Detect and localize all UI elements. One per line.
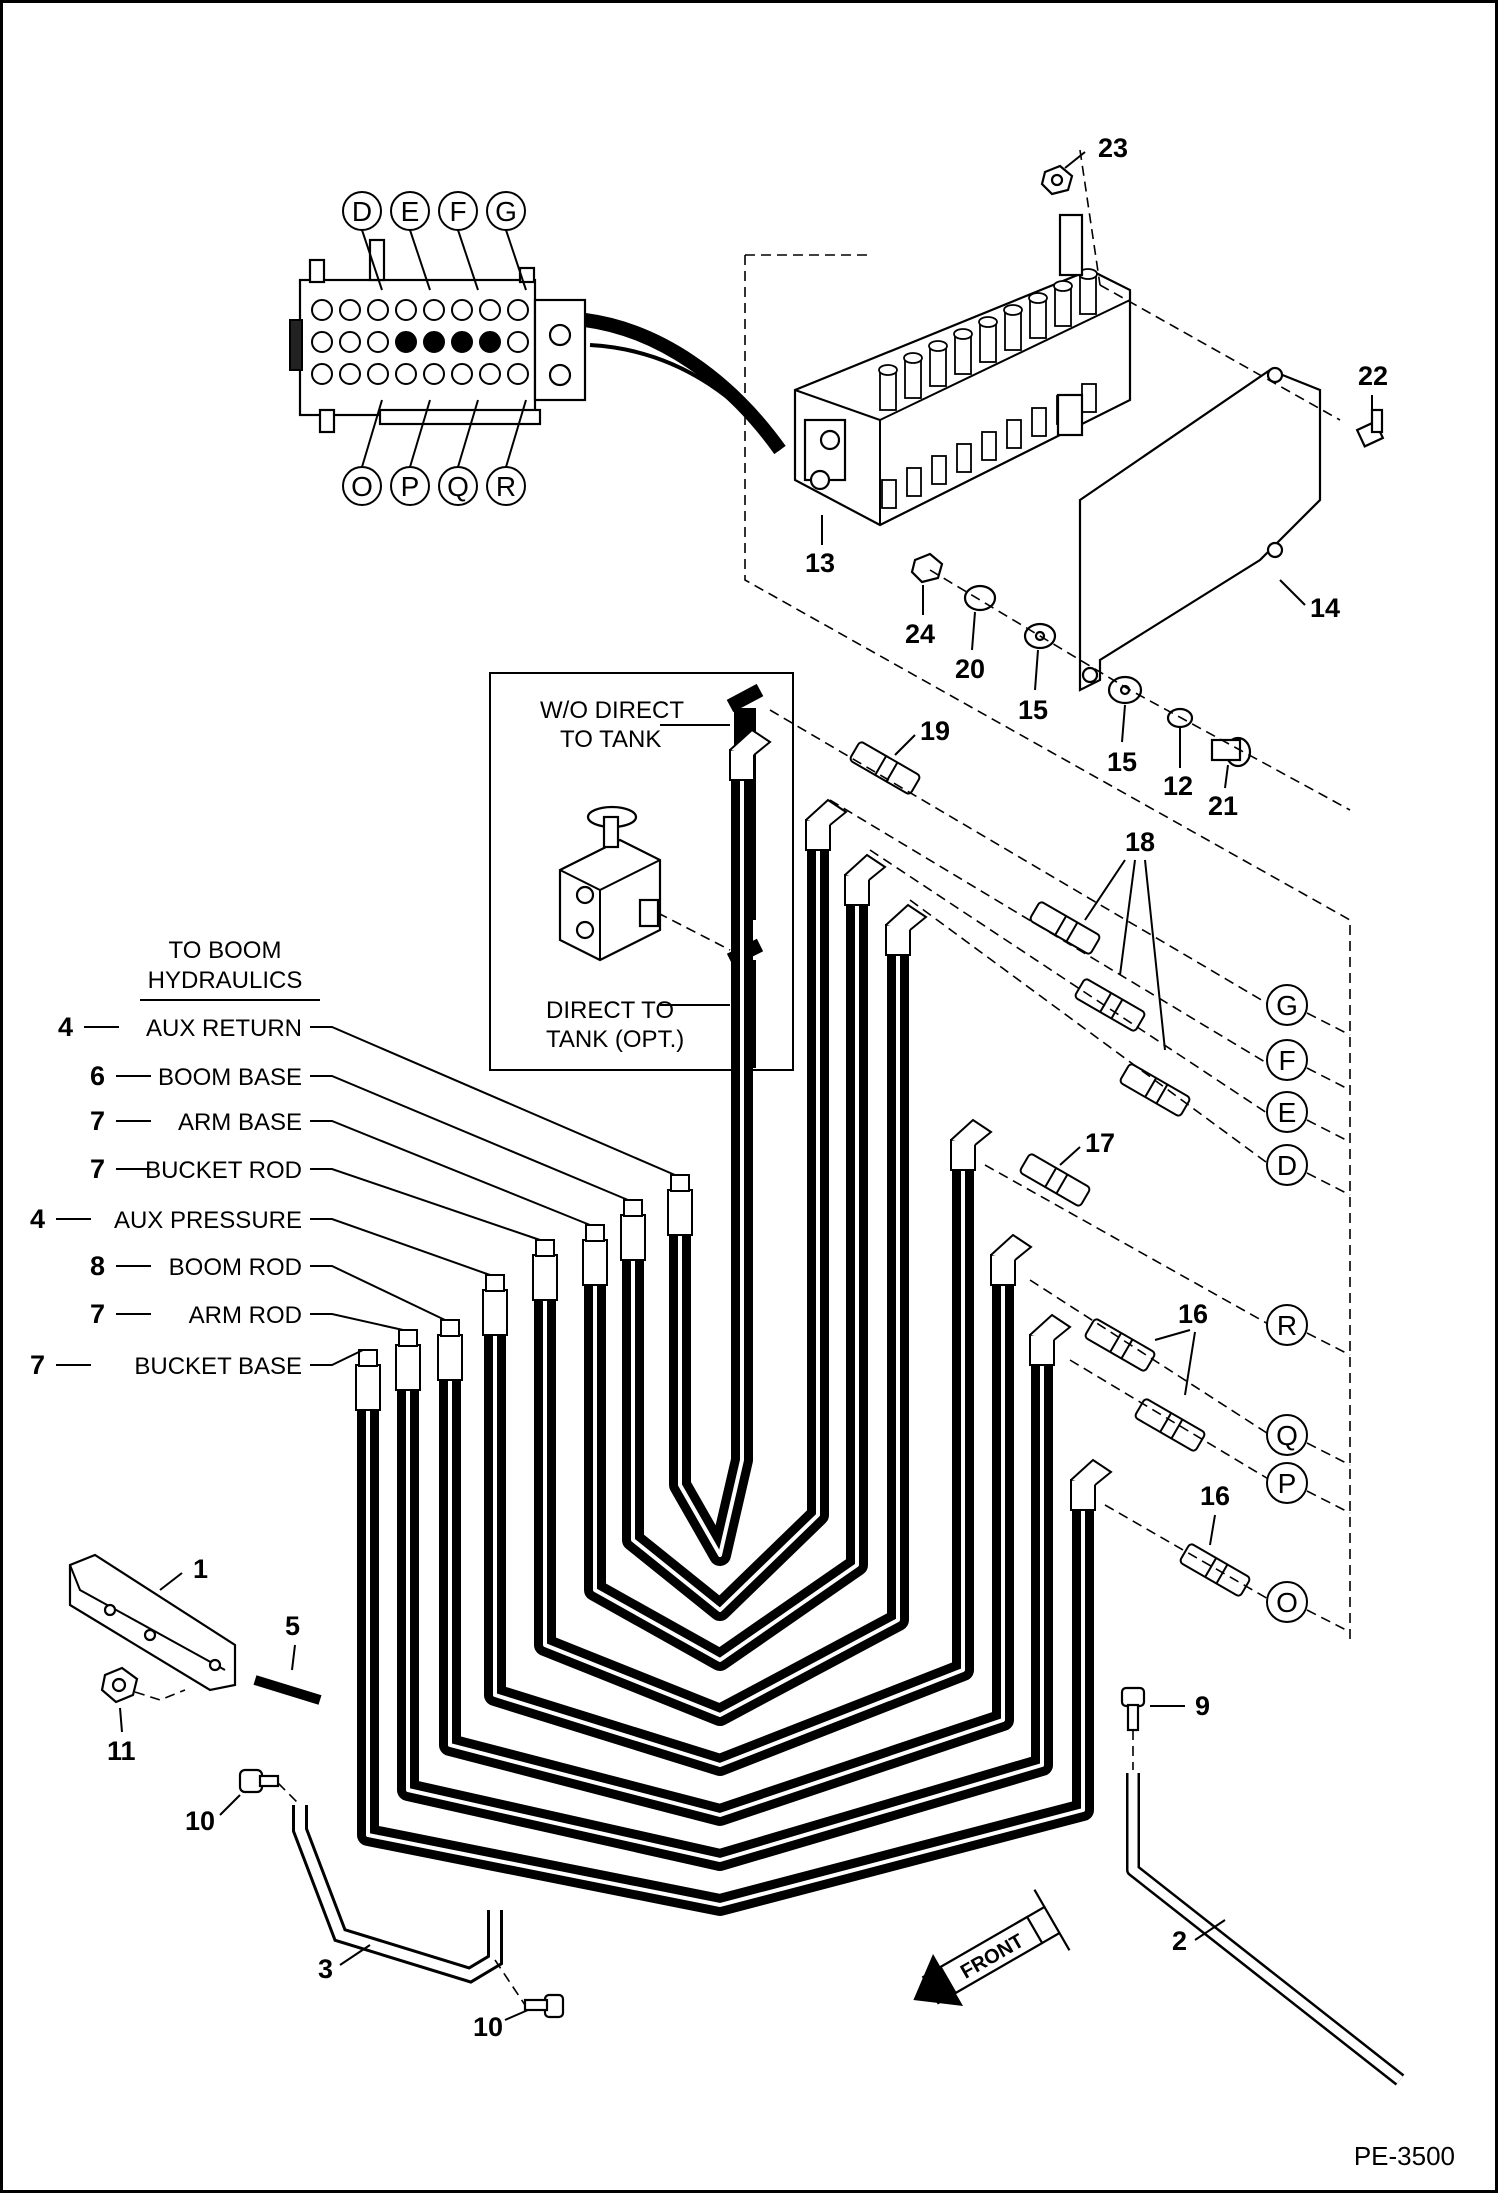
right-port-letter-d-3: D — [1277, 1150, 1297, 1181]
wire-5 — [253, 1675, 322, 1705]
callout-20: 20 — [955, 654, 985, 684]
bottom-port-letter-r: R — [496, 471, 516, 502]
right-port-letter-e-2: E — [1278, 1097, 1297, 1128]
right-port-circle-o-7 — [1266, 1581, 1308, 1623]
callout-18: 18 — [1125, 827, 1155, 857]
hose-label-num-3: 7 — [90, 1154, 105, 1184]
callout-14: 14 — [1310, 593, 1340, 623]
callout-16b: 16 — [1200, 1481, 1230, 1511]
bolt-9 — [1120, 1686, 1146, 1732]
callout-22: 22 — [1358, 361, 1388, 391]
rod-2 — [1126, 1773, 1405, 2086]
bar-3 — [292, 1805, 503, 1984]
hose-label-text-4: AUX PRESSURE — [114, 1207, 302, 1234]
right-port-circle-e-2 — [1266, 1091, 1308, 1133]
hose-label-num-6: 7 — [90, 1299, 105, 1329]
valve-detail — [289, 238, 786, 455]
callout-16a: 16 — [1178, 1299, 1208, 1329]
callout-15b: 15 — [1107, 747, 1137, 777]
callout-21: 21 — [1208, 791, 1238, 821]
boom-header: TO BOOM HYDRAULICS — [140, 937, 320, 1001]
hose-label-num-1: 6 — [90, 1061, 105, 1091]
callout-24: 24 — [905, 619, 935, 649]
callout-13: 13 — [805, 548, 835, 578]
hose-label-num-0: 4 — [58, 1012, 73, 1042]
right-port-letter-f-1: F — [1278, 1045, 1295, 1076]
valve-spools — [878, 268, 1098, 509]
top-port-letter-d: D — [352, 196, 372, 227]
callout-3: 3 — [318, 1954, 333, 1984]
bottom-port-letter-p: P — [401, 471, 420, 502]
hose-label-text-6: ARM ROD — [189, 1302, 302, 1329]
callout-10a: 10 — [185, 1806, 215, 1836]
hose-label-text-1: BOOM BASE — [158, 1064, 302, 1091]
inset-wo-line1: W/O DIRECT — [540, 697, 684, 724]
nut-11 — [100, 1666, 139, 1704]
callout-23: 23 — [1098, 133, 1128, 163]
callout-19: 19 — [920, 716, 950, 746]
right-port-circle-d-3 — [1266, 1144, 1308, 1186]
callout-17: 17 — [1085, 1128, 1115, 1158]
callout-1: 1 — [193, 1554, 208, 1584]
callout-15a: 15 — [1018, 695, 1048, 725]
mounting-bracket-14 — [1078, 366, 1322, 692]
right-port-circle-f-1 — [1266, 1039, 1308, 1081]
valve-port-holes — [311, 299, 529, 385]
right-port-circle-r-4 — [1266, 1304, 1308, 1346]
hose-label-num-2: 7 — [90, 1106, 105, 1136]
inset-direct-line2: TANK (OPT.) — [546, 1026, 684, 1053]
top-port-letter-g: G — [495, 196, 517, 227]
hose-label-num-7: 7 — [30, 1350, 45, 1380]
hose-label-text-3: BUCKET ROD — [145, 1157, 302, 1184]
footer-code: PE-3500 — [1354, 2141, 1455, 2171]
hardware — [910, 164, 1385, 768]
port-leaders — [769, 709, 1350, 1601]
clamp-1 — [68, 1553, 237, 1692]
top-port-letter-e: E — [401, 196, 420, 227]
callout-9: 9 — [1195, 1691, 1210, 1721]
hose-bundle — [355, 728, 1113, 1916]
control-valve-13 — [793, 213, 1132, 527]
right-port-circle-p-6 — [1266, 1462, 1308, 1504]
right-port-letter-g-0: G — [1276, 990, 1298, 1021]
right-port-letter-p-6: P — [1278, 1468, 1297, 1499]
hose-label-num-5: 8 — [90, 1251, 105, 1281]
callout-11: 11 — [107, 1736, 136, 1766]
callout-2: 2 — [1172, 1926, 1187, 1956]
inset-direct-line1: DIRECT TO — [546, 997, 674, 1024]
right-port-letter-q-5: Q — [1276, 1420, 1298, 1451]
right-port-circle-g-0 — [1266, 984, 1308, 1026]
bottom-port-letter-o: O — [351, 471, 373, 502]
callouts: 23 22 13 14 24 20 15 15 12 21 19 18 17 1… — [107, 133, 1388, 2042]
right-port-letter-r-4: R — [1277, 1310, 1297, 1341]
bolts-10 — [238, 1768, 565, 2019]
bottom-port-letter-q: Q — [447, 471, 469, 502]
inset-wo-line2: TO TANK — [560, 726, 661, 753]
callout-12: 12 — [1163, 771, 1193, 801]
boom-header-line2: HYDRAULICS — [148, 967, 303, 994]
hose-label-num-4: 4 — [30, 1204, 45, 1234]
hose-label-text-7: BUCKET BASE — [134, 1353, 302, 1380]
hose-label-text-5: BOOM ROD — [169, 1254, 302, 1281]
callout-10b: 10 — [473, 2012, 503, 2042]
front-arrow: FRONT — [913, 1889, 1071, 2006]
boom-header-line1: TO BOOM — [169, 937, 282, 964]
callout-5: 5 — [285, 1611, 300, 1641]
top-port-letter-f: F — [449, 196, 466, 227]
hose-label-text-2: ARM BASE — [178, 1109, 302, 1136]
right-port-letter-o-7: O — [1276, 1587, 1298, 1618]
right-port-circle-q-5 — [1266, 1414, 1308, 1456]
hose-label-text-0: AUX RETURN — [146, 1015, 302, 1042]
assembly-outline — [744, 255, 1351, 1640]
fittings — [849, 741, 1251, 1597]
